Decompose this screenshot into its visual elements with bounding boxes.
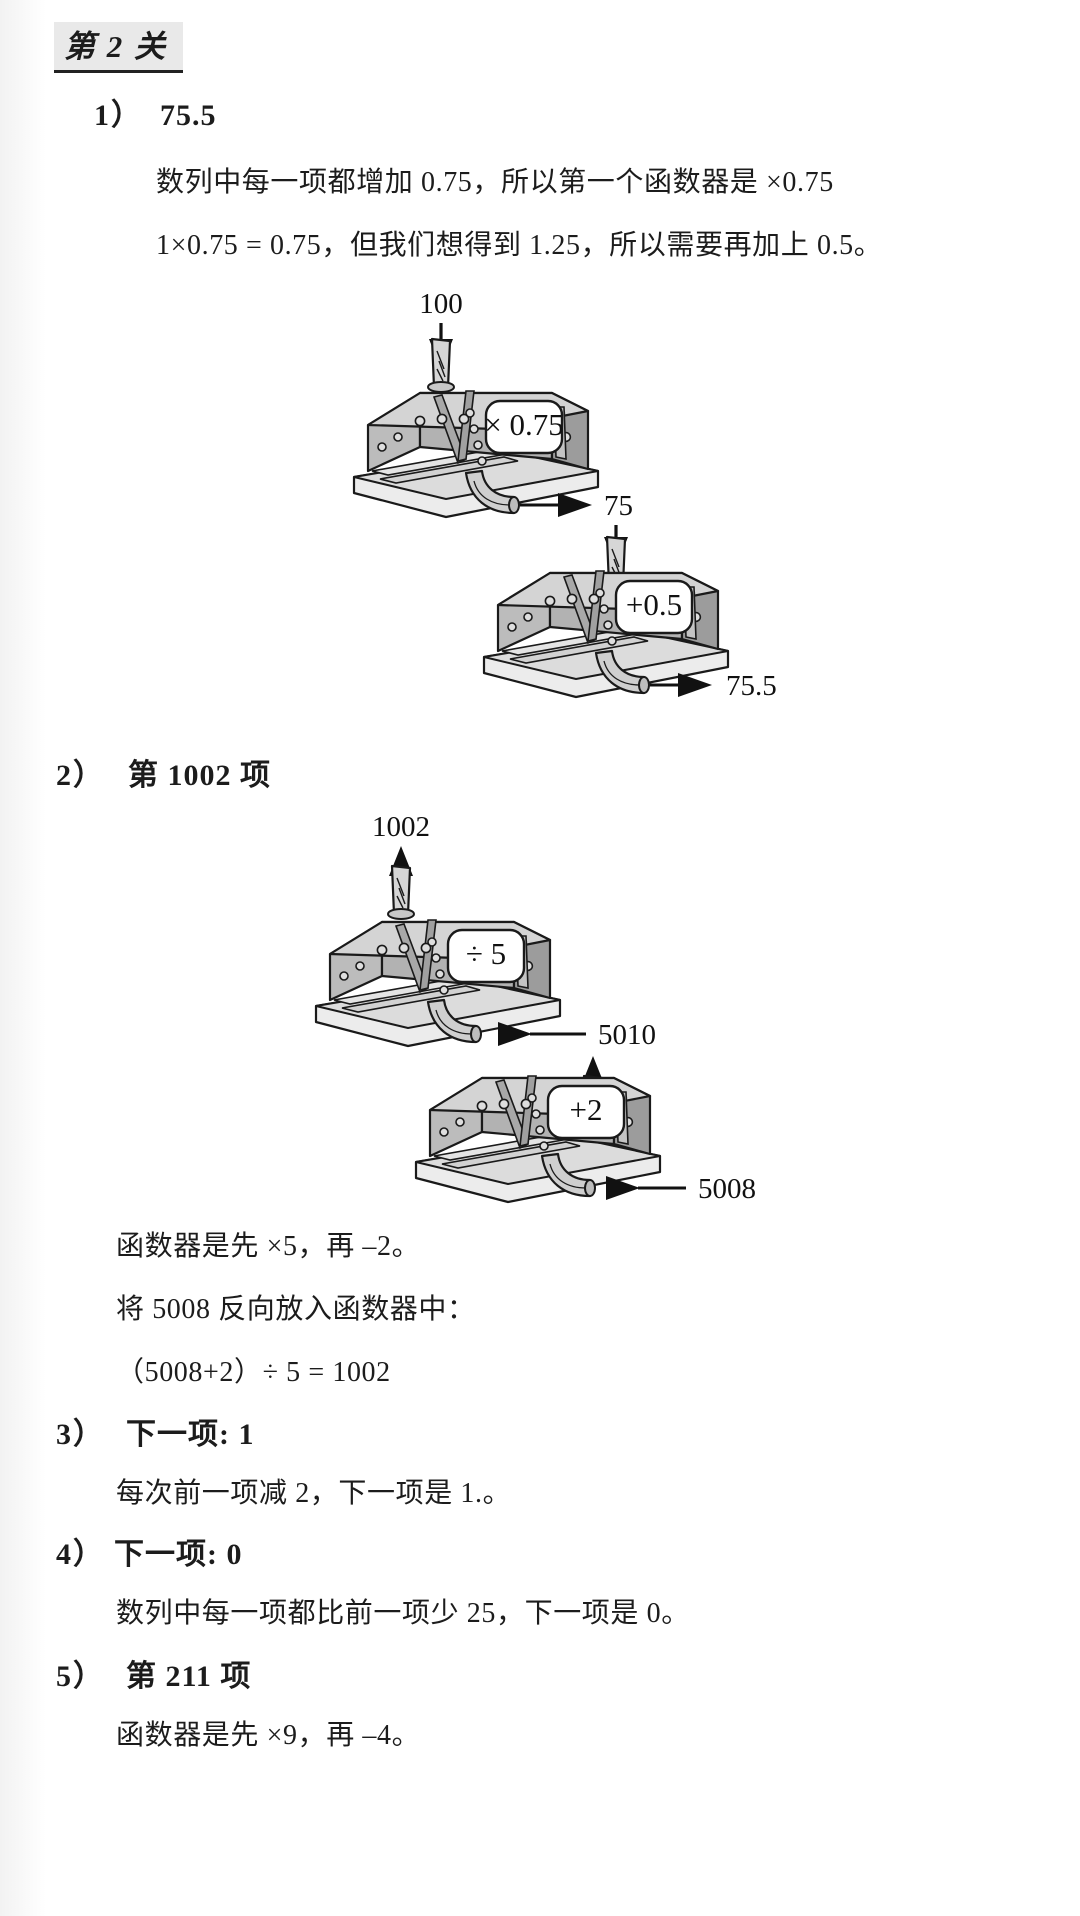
figure-two-intermediate-label: 5010 — [598, 1019, 656, 1051]
item-answer: 第 211 项 — [126, 1660, 252, 1694]
item-number: 1 — [94, 98, 110, 132]
figure-one-output-arrow-1 — [520, 492, 592, 517]
figure-two-machine-2: +2 — [414, 1074, 662, 1203]
answer-item-2-line-3: （5008+2）÷ 5 = 1002 — [116, 1357, 391, 1389]
answer-item-3: 3） 下一项: 1 每次前一项减 2，下一项是 1.。 — [46, 1412, 1036, 1516]
item-answer: 75.5 — [160, 98, 217, 132]
figure-one-intermediate-label: 75 — [604, 490, 633, 522]
item-number: 2 — [56, 758, 72, 792]
item-paren: ） — [73, 1660, 104, 1694]
answer-item-4-heading: 4） 下一项: 0 — [46, 1532, 1036, 1577]
figure-one-machine-1-operation: × 0.75 — [484, 407, 563, 442]
item-number: 3 — [56, 1417, 72, 1451]
figure-one-machine-1: × 0.75 — [352, 389, 600, 518]
answer-item-3-heading: 3） 下一项: 1 — [46, 1412, 1036, 1457]
figure-one-output-arrow-2 — [650, 672, 712, 697]
figure-two-final-label: 5008 — [698, 1173, 756, 1205]
answer-item-2-explanation: 函数器是先 ×5，再 –2。 将 5008 反向放入函数器中： （5008+2）… — [46, 1224, 1036, 1396]
answer-item-5: 5） 第 211 项 函数器是先 ×9，再 –4。 — [46, 1654, 1036, 1758]
figure-one-svg: 100 × 0.75 75 — [352, 288, 633, 591]
figure-one-machine-2-group: +0.5 — [482, 569, 730, 698]
answer-item-5-heading: 5） 第 211 项 — [46, 1654, 1036, 1699]
item-number: 5 — [56, 1660, 72, 1694]
answer-item-1: 1） 75.5 数列中每一项都增加 0.75，所以第一个函数器是 ×0.75 1×… — [46, 93, 1036, 269]
answer-item-5-line-1: 函数器是先 ×9，再 –4。 — [116, 1720, 421, 1752]
figure-one-machine-2-operation: +0.5 — [626, 587, 682, 622]
answer-item-1-heading: 1） 75.5 — [46, 93, 1036, 138]
answer-item-2-heading: 2） 第 1002 项 — [46, 753, 1036, 798]
item-answer: 下一项: 0 — [114, 1538, 243, 1571]
answer-item-2-line-2: 将 5008 反向放入函数器中： — [116, 1293, 476, 1325]
answer-item-3-line-1: 每次前一项减 2，下一项是 1.。 — [116, 1477, 512, 1509]
item-paren: ） — [73, 1538, 104, 1571]
answer-key-page: 第 2 关 1）75.5 数列中每一项都增加 0.75，所以第一个函数器是 ×0… — [46, 0, 1036, 1758]
section-badge-level-2: 第 2 关 — [54, 22, 183, 73]
figure-two-machine-1-output-label: 1002 — [372, 811, 430, 843]
answer-item-4-line-1: 数列中每一项都比前一项少 25，下一项是 0。 — [116, 1598, 690, 1629]
item-answer: 下一项: 1 — [126, 1417, 255, 1451]
answer-item-2-line-1: 函数器是先 ×5，再 –2。 — [116, 1230, 421, 1262]
section-header: 第 2 关 — [46, 0, 1036, 73]
figure-two-funnel-1 — [386, 864, 416, 920]
figure-two-input-arrow-2 — [606, 1175, 686, 1200]
item-answer: 第 1002 项 — [128, 758, 271, 792]
item-paren: ） — [111, 98, 142, 132]
answer-item-2: 2） 第 1002 项 — [46, 753, 1036, 798]
figure-two-machine-1-operation: ÷ 5 — [466, 936, 506, 971]
item-number: 4 — [56, 1538, 72, 1571]
figure-two-machine-1: ÷ 5 — [314, 918, 562, 1047]
figure-two-input-arrow-1 — [498, 1021, 586, 1046]
item-paren: ） — [73, 758, 104, 792]
figure-two-svg: 1002 ÷ 5 5010 — [314, 811, 756, 1205]
function-machine-figure-two: 1002 ÷ 5 5010 — [46, 804, 1036, 1224]
figure-two-machine-2-operation: +2 — [570, 1092, 603, 1127]
function-machine-figure-one: 100 × 0.75 75 — [46, 281, 1036, 727]
item-paren: ） — [73, 1417, 104, 1451]
answer-item-4: 4） 下一项: 0 数列中每一项都比前一项少 25，下一项是 0。 — [46, 1532, 1036, 1636]
answer-item-1-line-1: 数列中每一项都增加 0.75，所以第一个函数器是 ×0.75 — [156, 166, 834, 198]
answer-item-1-line-2: 1×0.75 = 0.75，但我们想得到 1.25，所以需要再加上 0.5。 — [156, 230, 883, 262]
figure-one-funnel-1 — [426, 337, 456, 393]
scan-left-edge — [0, 0, 46, 1916]
figure-one-svg-lower: +0.5 75.5 — [482, 569, 777, 702]
figure-one-final-label: 75.5 — [726, 670, 777, 702]
figure-one-machine-1-input-label: 100 — [419, 288, 463, 320]
